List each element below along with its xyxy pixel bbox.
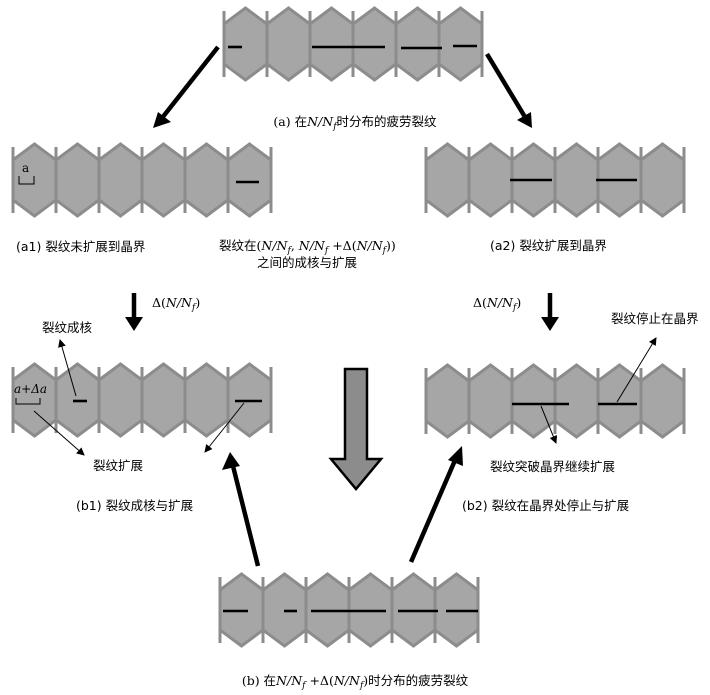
grain-hexagon: [394, 6, 441, 82]
label-growth: 裂纹扩展: [93, 458, 143, 473]
crack-length-marker-a: a: [22, 161, 29, 175]
step-label-left: Δ(N/Nf): [152, 295, 200, 313]
leader-growth-left: [33, 410, 85, 456]
grain-hexagon: [351, 6, 398, 82]
arrowhead: [448, 446, 463, 466]
grain-hexagon: [183, 142, 230, 218]
grain-hexagon: [424, 363, 471, 439]
leader-stop: [616, 337, 657, 403]
label-nucleation: 裂纹成核: [42, 320, 93, 335]
grain-hexagon: [222, 6, 269, 82]
grain-hexagon: [639, 142, 686, 218]
grain-hexagon: [596, 363, 643, 439]
grain-hexagon: [437, 6, 484, 82]
grain-hexagon: [54, 142, 101, 218]
grain-hexagon: [553, 363, 600, 439]
interval-line1: 裂纹在(N/Nf, N/Nf +Δ(N/Nf)): [219, 238, 396, 256]
grain-hexagon: [308, 6, 355, 82]
grain-hexagon: [140, 142, 187, 218]
grain-hexagon: [183, 362, 230, 438]
crack-length-bracket: [18, 176, 35, 185]
crack-length-marker-a-delta: a+Δa: [14, 382, 47, 396]
cracks-a1: [18, 176, 259, 185]
arrowhead: [517, 112, 532, 128]
grain-hexagon: [553, 142, 600, 218]
flow-arrows: [125, 45, 559, 567]
hollow-down-arrow: [328, 367, 384, 491]
leader-growth-right: [204, 402, 245, 453]
grain-hexagon: [424, 142, 471, 218]
arrowhead: [222, 452, 240, 470]
grain-hexagon: [97, 142, 144, 218]
grain-row-a2: [424, 142, 686, 218]
grain-hexagon: [140, 362, 187, 438]
step-label-right: Δ(N/Nf): [473, 295, 521, 313]
cracks-top: [228, 44, 477, 50]
grain-row-b2: [424, 363, 686, 439]
arrowhead: [153, 112, 171, 128]
grain-hexagon: [510, 363, 557, 439]
caption-bottom: (b) 在N/Nf +Δ(N/Nf)时分布的疲劳裂纹: [242, 673, 469, 691]
grain-row-a1: [11, 142, 273, 218]
cracks-b1: [15, 398, 262, 405]
arrowhead: [125, 317, 143, 331]
grain-hexagon: [467, 363, 514, 439]
leader-arrows: [33, 337, 657, 456]
label-stop: 裂纹停止在晶界: [611, 311, 699, 326]
grain-row-top: [222, 6, 484, 82]
grain-hexagon: [639, 363, 686, 439]
arrow-top-to-a2: [485, 52, 527, 119]
caption-a1: (a1) 裂纹未扩展到晶界: [16, 239, 146, 254]
arrow-bottom-to-b2: [408, 457, 459, 563]
crack-length-bracket: [15, 398, 41, 405]
caption-a2: (a2) 裂纹扩展到晶界: [490, 238, 607, 253]
arrow-top-to-a1: [160, 45, 220, 120]
grain-hexagon: [265, 6, 312, 82]
interval-line2: 之间的成核与扩展: [257, 255, 357, 270]
grain-hexagon: [97, 362, 144, 438]
grain-row-b1: [11, 362, 273, 438]
leader-nucleation: [58, 339, 77, 397]
leader-breakthrough: [540, 405, 558, 444]
arrow-bottom-to-b1: [230, 465, 261, 567]
caption-b2: (b2) 裂纹在晶界处停止与扩展: [462, 498, 629, 513]
caption-top: (a) 在N/Nf时分布的疲劳裂纹: [273, 114, 437, 132]
grain-hexagon: [226, 142, 273, 218]
grain-hexagon: [467, 142, 514, 218]
label-breakthrough: 裂纹突破晶界继续扩展: [490, 459, 615, 474]
caption-b1: (b1) 裂纹成核与扩展: [76, 498, 193, 513]
arrowhead: [541, 317, 559, 331]
